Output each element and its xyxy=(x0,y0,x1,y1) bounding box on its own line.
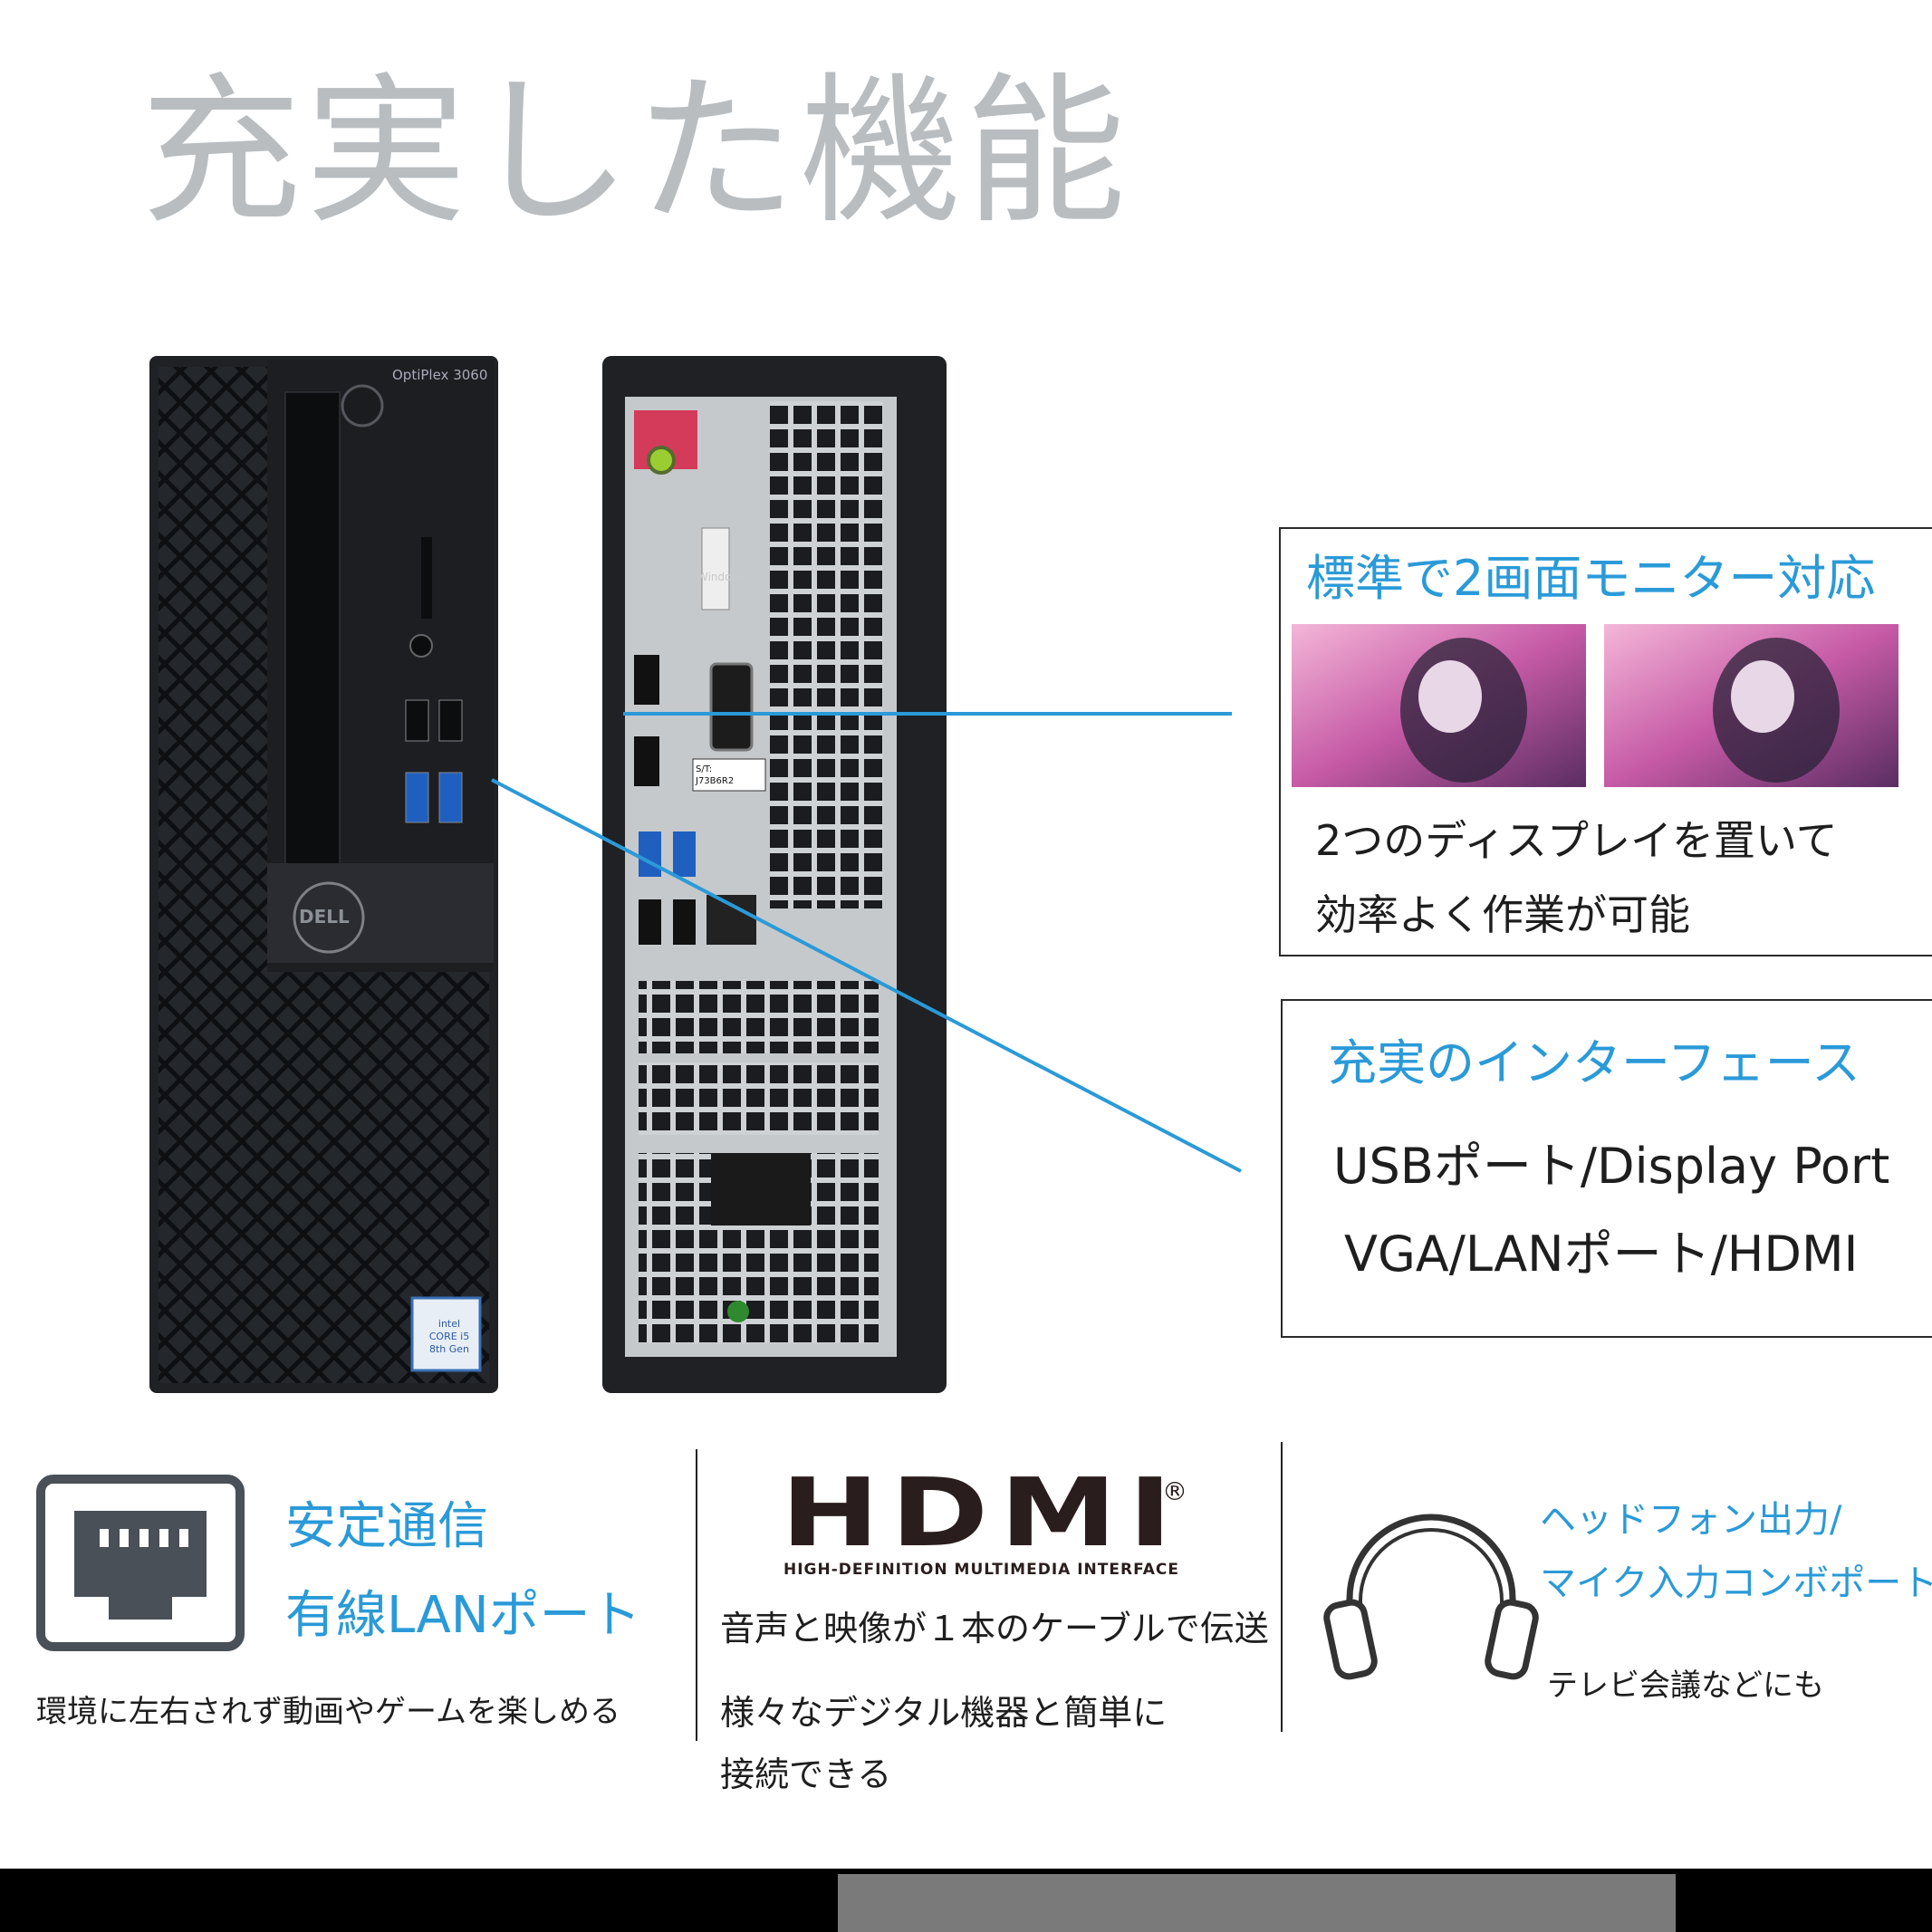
ethernet-port-icon xyxy=(36,1475,245,1651)
interface-pointer-line xyxy=(491,778,1242,1173)
intel-badge-line: intel xyxy=(437,1318,461,1330)
intel-badge-line: CORE i5 xyxy=(428,1331,470,1342)
service-tag-code: J73B6R2 xyxy=(696,776,735,786)
windows-sticker-label: Windows xyxy=(697,571,746,583)
pc-back-image xyxy=(602,356,947,1393)
dual-monitor-text-line-1: 2つのディスプレイを置いて xyxy=(1315,816,1838,865)
feature-divider xyxy=(696,1449,697,1741)
dual-monitor-text-line-2: 効率よく作業が可能 xyxy=(1315,890,1690,939)
feature-divider xyxy=(1281,1442,1283,1732)
pc-front-image xyxy=(149,356,498,1393)
hdmi-text-line-2: 様々なデジタル機器と簡単に xyxy=(720,1693,1168,1733)
interface-callout: 充実のインターフェース USBポート/Display Port VGA/LANポ… xyxy=(1281,999,1932,1338)
hdmi-logo: HDMI xyxy=(781,1457,1184,1568)
audio-heading-line-2: マイク入力コンボポート xyxy=(1540,1562,1932,1604)
dell-logo: DELL xyxy=(299,906,350,928)
hdmi-registered-mark: ® xyxy=(1162,1476,1187,1506)
monitor-preview-images xyxy=(1292,624,1898,787)
model-label: OptiPlex 3060 xyxy=(392,367,488,383)
intel-badge-line: 8th Gen xyxy=(428,1343,470,1355)
headphones-icon xyxy=(1323,1514,1539,1680)
footer-bar xyxy=(0,1869,1932,1932)
page-title: 充実した機能 xyxy=(140,58,1129,245)
lan-heading-line-1: 安定通信 xyxy=(285,1497,488,1556)
hdmi-tagline: HIGH-DEFINITION MULTIMEDIA INTERFACE xyxy=(783,1561,1179,1579)
dual-monitor-callout: 標準で2画面モニター対応 2つのディスプレイを置いて 効率よく作業が可能 xyxy=(1279,527,1932,956)
intel-badge: intel CORE i5 8th Gen xyxy=(418,1318,480,1356)
interface-heading: 充実のインターフェース xyxy=(1328,1034,1861,1091)
hdmi-text-line-3: 接続できる xyxy=(720,1754,892,1794)
audio-description: テレビ会議などにも xyxy=(1547,1668,1824,1704)
dual-monitor-heading: 標準で2画面モニター対応 xyxy=(1306,550,1876,607)
lan-heading-line-2: 有線LANポート xyxy=(285,1586,641,1645)
callout-lines xyxy=(491,712,1242,1173)
service-tag-label: S/T: J73B6R2 xyxy=(696,764,761,787)
audio-heading-line-1: ヘッドフォン出力/ xyxy=(1540,1499,1842,1541)
interface-text-line-2: VGA/LANポート/HDMI xyxy=(1344,1226,1859,1283)
service-tag-prefix: S/T: xyxy=(696,764,713,774)
footer-panel xyxy=(838,1874,1676,1932)
interface-text-line-1: USBポート/Display Port xyxy=(1333,1138,1890,1195)
hdmi-text-line-1: 音声と映像が１本のケーブルで伝送 xyxy=(720,1609,1269,1648)
lan-description: 環境に左右されず動画やゲームを楽しめる xyxy=(36,1694,620,1730)
